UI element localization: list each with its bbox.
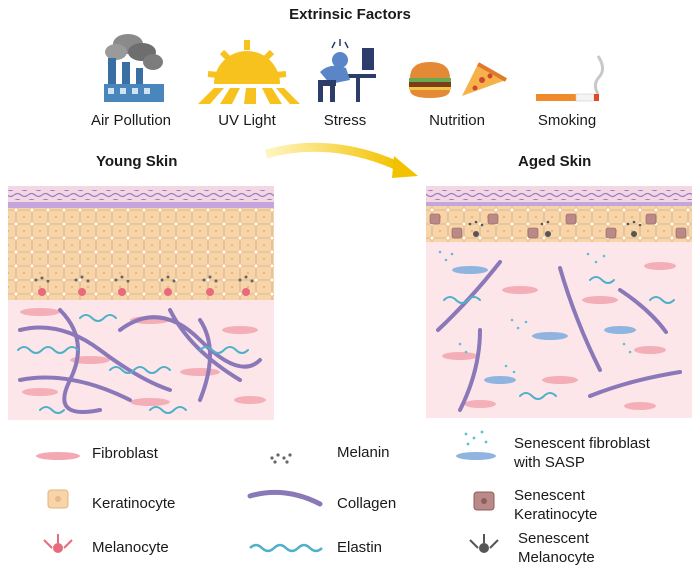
factor-label-uv-light: UV Light [218,112,276,129]
aged-sasp [438,250,632,374]
senescent-keratinocyte-legend-icon [473,491,495,511]
legend-senescent-fibroblast-line2: with SASP [514,454,585,471]
young-melanocytes [34,275,254,296]
stressed-person-icon [318,39,376,102]
factor-label-stress: Stress [323,112,367,129]
factory-smoke-icon [104,34,164,102]
legend-senescent-fibroblast-label: Senescent fibroblast with SASP [514,434,650,472]
burger-pizza-icon [409,62,507,98]
young-skin-title: Young Skin [96,153,178,170]
elastin-legend-icon [249,543,323,553]
young-elastin [17,314,249,414]
legend-senescent-fibroblast-line1: Senescent fibroblast [514,435,650,452]
aged-fibroblasts [442,262,676,410]
legend-senescent-keratinocyte-line1: Senescent [514,487,585,504]
aged-skin-title: Aged Skin [518,153,592,170]
legend-melanocyte-label: Melanocyte [92,539,169,556]
aged-elastin [443,276,675,400]
legend-icons [36,430,499,553]
senescent-melanocyte-legend-icon [469,534,499,553]
aged-senescent-fibroblasts [452,266,636,384]
aged-senescent-keratinocytes [429,213,687,239]
legend-senescent-melanocyte-label: Senescent Melanocyte [518,529,595,567]
legend-senescent-keratinocyte-label: Senescent Keratinocyte [514,486,597,524]
melanocyte-legend-icon [43,534,73,553]
legend-senescent-melanocyte-line1: Senescent [518,530,589,547]
diagram-title: Extrinsic Factors [289,6,411,23]
young-skin-section [8,186,274,420]
factor-label-nutrition: Nutrition [429,112,485,129]
young-fibroblasts [20,308,266,406]
sun-icon [198,40,300,104]
legend-elastin-label: Elastin [337,539,383,556]
fibroblast-legend-icon [36,452,80,460]
legend-collagen-label: Collagen [337,495,397,512]
aged-skin-section [426,186,692,418]
cigarette-icon [536,55,605,102]
young-collagen [18,308,262,414]
legend-melanin-label: Melanin [337,444,390,461]
aged-senescent-melanocytes [468,220,642,237]
factor-label-smoking: Smoking [537,112,597,129]
melanin-legend-icon [270,453,292,464]
senescent-fibroblast-legend-icon [456,430,496,460]
collagen-legend-icon [247,489,323,507]
legend-senescent-keratinocyte-line2: Keratinocyte [514,506,598,523]
legend-fibroblast-label: Fibroblast [92,445,158,462]
legend-senescent-melanocyte-line2: Melanocyte [518,549,595,566]
factor-label-air-pollution: Air Pollution [90,112,172,129]
aging-arrow [264,142,418,178]
legend-keratinocyte-label: Keratinocyte [92,495,176,512]
